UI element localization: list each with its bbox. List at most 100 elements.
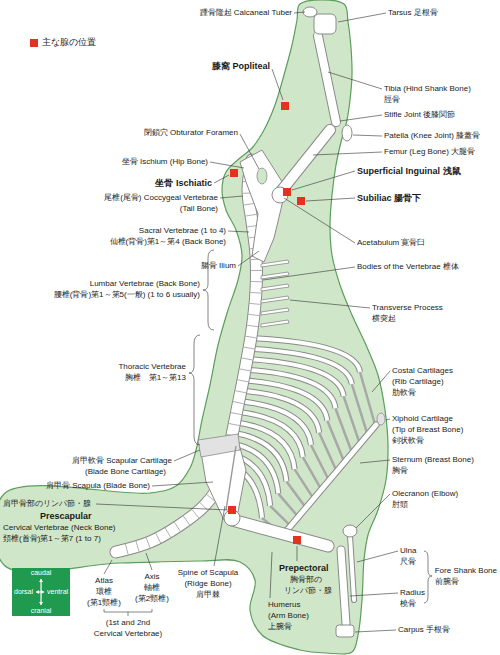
part-label: Bodies of the Vertebrae 椎体 [357, 262, 459, 272]
part-label: (1st and 2nd [106, 618, 150, 628]
part-label: Xiphoid Cartilage [392, 414, 453, 424]
vertebra-joint [251, 281, 262, 282]
part-label: (Tip of Breast Bone) [392, 425, 463, 435]
tibia-outline [318, 36, 336, 122]
part-label: 肘頭 [392, 500, 408, 510]
patella-bone [342, 125, 352, 141]
part-label: 閉鎖穴 Obturator Foramen [144, 128, 238, 138]
part-label: (第2頸椎) [135, 594, 169, 604]
leader-line [270, 552, 272, 598]
leader-line [356, 494, 390, 528]
radius-bone [341, 550, 346, 624]
part-label: 腸骨 Ilium [201, 261, 236, 271]
part-label: 坐骨 Ischium (Hip Bone) [122, 157, 208, 167]
vertebra-joint [251, 270, 262, 271]
part-label: Fore Shank Bone [435, 566, 497, 576]
leader-line [353, 135, 382, 136]
leader-line [214, 175, 229, 183]
lymph-node-marker [230, 169, 238, 177]
vertebra-joint [156, 533, 161, 543]
leader-line [104, 560, 112, 574]
vertebra-joint [240, 369, 251, 371]
leader-line [174, 450, 200, 461]
vertebra-joint [136, 541, 139, 552]
part-label: 肋軟骨 [392, 388, 416, 398]
part-label: 環椎 [96, 587, 112, 597]
part-label: Costal Cartilages [392, 366, 453, 376]
vertebra-joint [183, 516, 189, 525]
vertebra-joint [250, 303, 261, 305]
leader-line [350, 593, 398, 596]
part-label: (Blade Bone Cartilage) [85, 467, 166, 477]
direction-arrowhead [39, 579, 43, 582]
part-label: Cervical Vertebrae (Neck Bone) [3, 523, 116, 533]
vertebra-joint [192, 510, 199, 519]
part-label: 膝窩 Popliteal [212, 61, 270, 71]
lymph-node-marker [228, 506, 236, 514]
part-label: Superficial Inguinal 浅鼠 [357, 166, 461, 176]
calcaneal-tuber [303, 7, 317, 17]
spine-outline [116, 160, 256, 552]
leader-line [372, 371, 390, 392]
part-label: 腰椎(背骨)第1～第5(一般) (1 to 6 usually) [54, 290, 200, 300]
vertebra-joint [165, 528, 171, 537]
vertebra-joint [244, 203, 255, 205]
leader-line [96, 504, 228, 510]
part-label: Thoracic Vertebrae [118, 362, 186, 372]
scapula-spine [226, 446, 236, 510]
direction-label: caudal [31, 569, 52, 577]
transverse-process [261, 284, 289, 291]
transverse-process [261, 260, 289, 267]
fore-shank-brace [424, 551, 432, 603]
obturator-foramen [257, 168, 267, 184]
direction-arrowhead [41, 590, 44, 594]
direction-label: dorsal [14, 588, 33, 596]
part-label: Tarsus 足根骨 [388, 8, 438, 18]
leader-line [338, 13, 386, 22]
part-label: 胸椎 第1～第13 [125, 373, 186, 383]
transverse-process [261, 320, 289, 327]
part-label: 胸骨 [392, 466, 408, 476]
vertebra-joint [238, 380, 249, 382]
part-label: Carpus 手根骨 [398, 625, 450, 635]
vertebra-joint [174, 522, 180, 531]
legend-swatch [30, 39, 38, 47]
leader-line [263, 267, 355, 280]
legend-text: 主な腺の位置 [42, 37, 96, 48]
leader-line [313, 152, 382, 155]
leader-line [152, 482, 213, 486]
costal-cartilage [278, 494, 298, 518]
part-label: Sternum (Breast Bone) [392, 455, 474, 465]
costal-cartilage [270, 506, 291, 526]
part-label: Radius [400, 588, 425, 598]
vertebra-joint [231, 413, 242, 415]
part-label: 肩甲骨 Scapula (Blade Bone) [46, 481, 150, 491]
part-label: 肩甲軟骨 Scapular Cartilage [72, 456, 172, 466]
part-label: 前腕骨 [435, 577, 459, 587]
tarsus-bone [314, 14, 336, 34]
part-label: Humerus [268, 600, 300, 610]
leader-line [284, 198, 355, 243]
pelvis-bone [240, 150, 286, 262]
part-label: 肩甲骨部のリンパ節・腺 [3, 499, 91, 509]
part-label: リンパ節・腺 [284, 586, 332, 596]
part-label: 橈骨 [400, 599, 416, 609]
leader-line [328, 72, 382, 89]
vertebra-joint [233, 402, 244, 404]
part-label: Cervical Vertebrae) [94, 629, 162, 639]
leader-line [355, 630, 396, 632]
leader-line [272, 69, 283, 100]
part-label: 剣状軟骨 [392, 436, 424, 446]
direction-label: ventral [47, 588, 68, 596]
part-label: 頚椎(首骨)第1～第7 (1 to 7) [3, 534, 101, 544]
vertebra-joint [246, 214, 257, 216]
spine-bone [116, 160, 256, 552]
thoracic-brace [189, 335, 200, 445]
part-label: Lumbar Vertebrae (Back Bone) [90, 279, 200, 289]
leader-line [210, 162, 244, 168]
leader-line [357, 551, 398, 562]
scapular-cartilage [198, 434, 240, 457]
lymph-node-marker [293, 536, 301, 544]
cervical-bracket [104, 609, 152, 616]
